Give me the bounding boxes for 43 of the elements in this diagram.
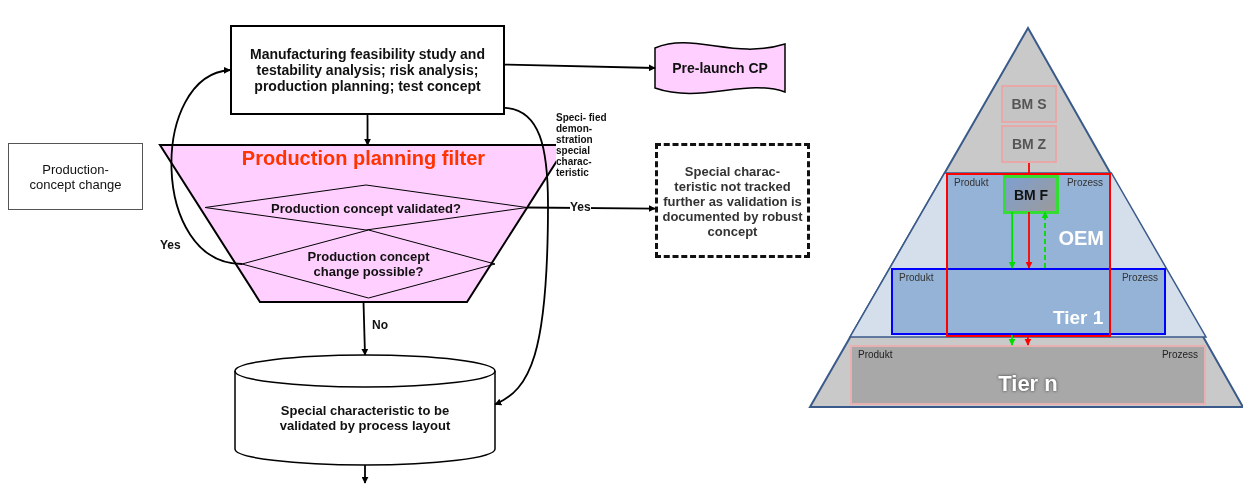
edge-label: Yes xyxy=(160,238,181,252)
level-text: Prozess xyxy=(1066,177,1103,188)
arrow xyxy=(494,106,549,406)
edge-label: Speci- fied demon- stration special charac- teristic xyxy=(556,112,608,178)
level-box xyxy=(1003,175,1059,214)
arrow xyxy=(1024,334,1032,346)
level-text: Produkt xyxy=(858,349,893,360)
level-text: Produkt xyxy=(954,177,989,188)
level-text: Prozess xyxy=(1121,272,1158,283)
node-text: Pre-launch CP xyxy=(671,60,769,76)
arrow xyxy=(1008,334,1016,346)
arrow xyxy=(361,301,369,356)
note-box xyxy=(8,143,143,210)
arrow xyxy=(361,464,369,484)
node-text: Production concept change possible? xyxy=(306,249,431,279)
node-text: BM Z xyxy=(1010,136,1048,152)
node-text: Production-concept change xyxy=(28,161,123,192)
level-box xyxy=(1001,125,1057,163)
node-text: BM F xyxy=(1012,186,1050,203)
node-text: Special characteristic to be validated by process layout xyxy=(278,403,452,433)
arrow xyxy=(526,205,656,212)
level-title: Tier 1 xyxy=(1053,307,1104,329)
level-box xyxy=(850,345,1206,405)
arrow xyxy=(1025,211,1033,269)
dashed-note-box xyxy=(655,143,810,258)
level-text: Produkt xyxy=(899,272,934,283)
node-text: BM S xyxy=(1010,96,1048,112)
edge-label: No xyxy=(372,318,388,332)
edge-label: Yes xyxy=(570,200,591,214)
level-box xyxy=(1001,85,1057,123)
node-text: Production concept validated? xyxy=(270,200,462,215)
arrow xyxy=(1041,211,1049,269)
arrow xyxy=(364,114,372,146)
level-box xyxy=(891,268,1166,335)
level-title: OEM xyxy=(1058,227,1104,250)
level-text: Prozess xyxy=(1161,349,1198,360)
arrow xyxy=(504,63,656,72)
node-text: Manufacturing feasibility study and testability analysis; risk analysis; production planning; test concept xyxy=(249,46,486,94)
arrow xyxy=(1008,211,1016,269)
level-title: Tier n xyxy=(997,371,1059,397)
node-text: Special charac- teristic not tracked further as validation is documented by robust concept xyxy=(661,163,804,238)
arrow xyxy=(170,68,243,265)
process-box xyxy=(230,25,505,115)
